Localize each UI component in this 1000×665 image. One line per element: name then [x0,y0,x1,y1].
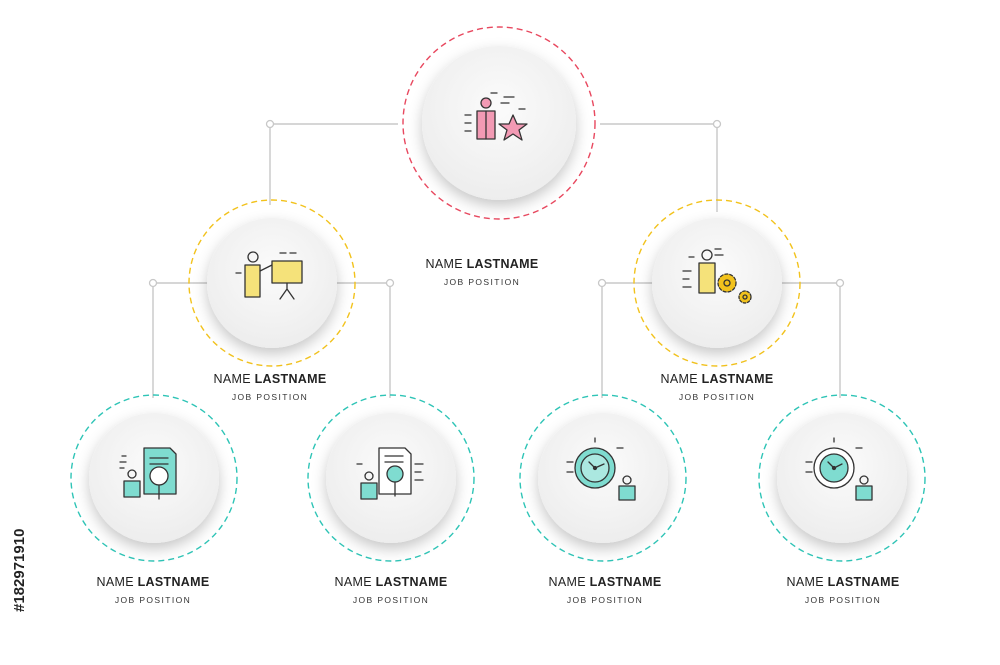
dashed-ring [188,199,356,367]
job-position: JOB POSITION [443,277,521,287]
person-name: NAME LASTNAME [425,257,539,271]
connector-top-left [269,123,398,205]
presentation-icon [235,251,303,300]
person-name: NAME LASTNAME [660,372,774,386]
clock-person-icon [805,437,873,501]
node-label-bottom-1: NAME LASTNAME JOB POSITION [33,575,273,605]
node-top [402,26,596,220]
person-name: NAME LASTNAME [334,575,448,589]
dashed-ring [402,26,596,220]
node-label-bottom-4: NAME LASTNAME JOB POSITION [723,575,963,605]
connector-top-right [600,123,718,212]
stock-id-text: #182971910 [11,529,28,612]
dashed-ring [633,199,801,367]
person-name: NAME LASTNAME [786,575,900,589]
job-position: JOB POSITION [352,595,430,605]
job-position: JOB POSITION [114,595,192,605]
node-label-top: NAME LASTNAME JOB POSITION [362,257,602,287]
job-position: JOB POSITION [804,595,882,605]
dashed-ring [519,394,687,562]
person-name: NAME LASTNAME [213,372,327,386]
job-position: JOB POSITION [566,595,644,605]
dashed-ring [758,394,926,562]
person-name: NAME LASTNAME [96,575,210,589]
connector-dots [148,119,845,288]
document-search-icon [356,447,424,500]
node-label-mid-right: NAME LASTNAME JOB POSITION [597,372,837,402]
node-label-bottom-3: NAME LASTNAME JOB POSITION [485,575,725,605]
job-position: JOB POSITION [231,392,309,402]
person-star-icon [464,92,528,141]
dashed-ring [70,394,238,562]
clock-person-icon [566,437,636,501]
person-name: NAME LASTNAME [548,575,662,589]
node-label-mid-left: NAME LASTNAME JOB POSITION [150,372,390,402]
stock-id-watermark: #182971910 [11,529,28,612]
dashed-ring [307,394,475,562]
document-search-icon [119,447,177,500]
person-gears-icon [682,248,752,304]
node-mid-right [633,199,801,367]
node-circle [652,218,782,348]
node-circle [422,46,576,200]
job-position: JOB POSITION [678,392,756,402]
node-label-bottom-2: NAME LASTNAME JOB POSITION [271,575,511,605]
